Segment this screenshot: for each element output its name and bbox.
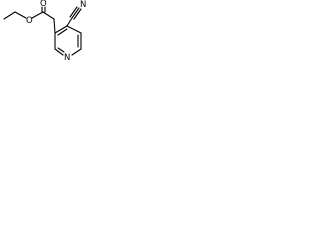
bond-nitrile-triple-3 (73, 8, 82, 20)
bond-methylene-ester-oxygen (14, 11, 27, 19)
bond-methyl-methylene (3, 11, 16, 20)
bond-nitrile-triple-1 (71, 7, 80, 19)
bond-nitrile-triple-2 (69, 6, 78, 18)
ring-nitrogen-label: N (64, 53, 70, 63)
carbonyl-oxygen-label: O (40, 0, 47, 9)
bond-ring-n-c2 (54, 48, 64, 56)
bond-ring-c4-c5 (66, 25, 82, 34)
chemical-structure: O O N N (3, 0, 86, 63)
ester-oxygen-label: O (26, 16, 33, 26)
bond-ring-nitrile (66, 17, 73, 27)
nitrile-nitrogen-label: N (80, 0, 86, 10)
bond-ester-oxygen-carbonyl (31, 11, 44, 19)
bond-methylene-ring (53, 18, 56, 34)
bond-ring-c6-n (71, 48, 82, 56)
bond-ring-double-inner-3 (57, 47, 65, 53)
bond-carbonyl-methylene (42, 11, 55, 20)
bond-ring-c3-c4 (54, 25, 68, 34)
bond-ring-double-inner-1 (57, 28, 68, 36)
